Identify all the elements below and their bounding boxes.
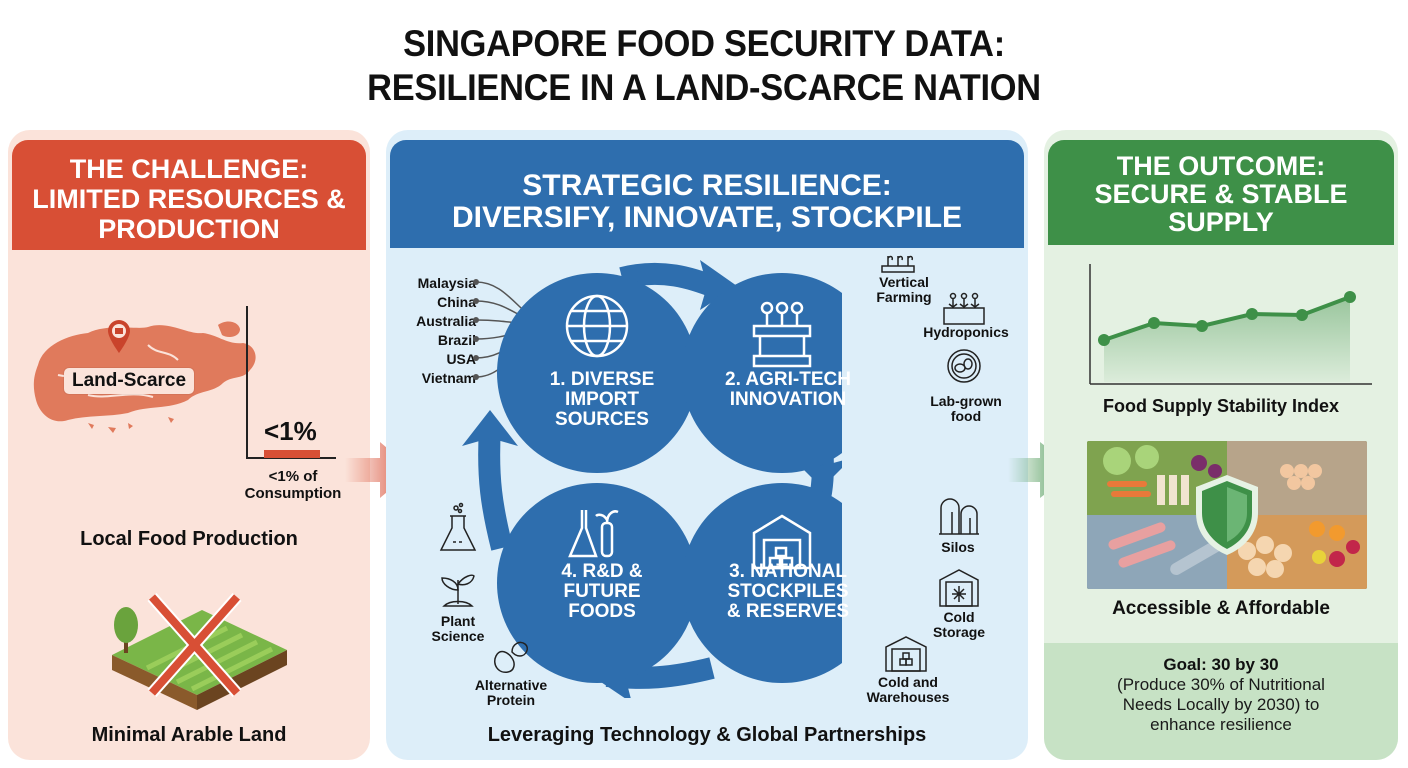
alternative-protein-label: Alternative Protein bbox=[474, 677, 548, 708]
challenge-panel: THE CHALLENGE: LIMITED RESOURCES & PRODU… bbox=[8, 130, 370, 760]
warehouse-icon bbox=[752, 514, 812, 570]
location-pin-icon bbox=[108, 320, 130, 353]
bean-icon bbox=[494, 641, 528, 673]
challenge-header: THE CHALLENGE: LIMITED RESOURCES & PRODU… bbox=[12, 140, 366, 250]
strategy-cycle-diagram bbox=[462, 260, 842, 698]
cold-storage-label: Cold Storage bbox=[932, 609, 986, 640]
strategy-footer: Leveraging Technology & Global Partnersh… bbox=[487, 724, 927, 746]
strategy-panel: STRATEGIC RESILIENCE: DIVERSIFY, INNOVAT… bbox=[386, 130, 1028, 760]
page-title: SINGAPORE FOOD SECURITY DATA: RESILIENCE… bbox=[367, 23, 1041, 108]
bar-value-label: <1% bbox=[264, 416, 317, 446]
chart-caption: Food Supply Stability Index bbox=[1102, 396, 1339, 416]
goal-box: Goal: 30 by 30 (Produce 30% of Nutrition… bbox=[1044, 643, 1398, 760]
vertical-farming-label: Vertical Farming bbox=[876, 274, 932, 305]
vertical-farm-icon bbox=[752, 301, 812, 368]
warehouse-small-icon bbox=[885, 636, 927, 672]
silos-icon bbox=[939, 498, 979, 535]
pillar-1-title: 1. DIVERSE IMPORT SOURCES bbox=[549, 369, 655, 430]
country-brazil: Brazil bbox=[437, 332, 476, 348]
plant-science-label: Plant Science bbox=[431, 613, 485, 644]
minimal-arable-land-label: Minimal Arable Land bbox=[91, 724, 287, 746]
globe-icon bbox=[565, 294, 629, 358]
arable-land-crossed-icon bbox=[92, 585, 292, 720]
country-vietnam: Vietnam bbox=[421, 370, 476, 386]
country-australia: Australia bbox=[416, 313, 476, 329]
accessible-affordable-label: Accessible & Affordable bbox=[1112, 598, 1330, 619]
goal-title: Goal: 30 by 30 bbox=[1163, 655, 1279, 674]
bar-y-axis bbox=[246, 306, 248, 458]
local-food-production-label: Local Food Production bbox=[80, 528, 298, 550]
silos-label: Silos bbox=[941, 539, 975, 555]
outcome-header: THE OUTCOME: SECURE & STABLE SUPPLY bbox=[1048, 140, 1394, 245]
pillar-2-title: 2. AGRI-TECH INNOVATION bbox=[725, 369, 851, 410]
country-malaysia: Malaysia bbox=[417, 275, 476, 291]
hydroponics-icon bbox=[943, 292, 985, 325]
lab-flask-icon bbox=[568, 510, 619, 558]
country-usa: USA bbox=[446, 351, 476, 367]
local-production-bar bbox=[264, 450, 320, 458]
pillar-3-title: 3. NATIONAL STOCKPILES & RESERVES bbox=[726, 561, 850, 622]
cold-storage-icon bbox=[939, 569, 979, 607]
market-produce-image bbox=[1087, 441, 1367, 589]
land-scarce-badge: Land-Scarce bbox=[64, 368, 195, 394]
arrow-right-icon bbox=[1008, 442, 1076, 498]
bar-caption: <1% of Consumption bbox=[244, 468, 342, 502]
cold-warehouses-label: Cold and Warehouses bbox=[866, 674, 950, 705]
stability-index-chart bbox=[1089, 264, 1372, 385]
strategy-header: STRATEGIC RESILIENCE: DIVERSIFY, INNOVAT… bbox=[390, 140, 1024, 248]
bar-x-axis bbox=[246, 457, 336, 459]
hydroponics-label: Hydroponics bbox=[923, 324, 1009, 340]
goal-description-line3: enhance resilience bbox=[1150, 715, 1292, 734]
shield-icon bbox=[1196, 475, 1258, 555]
pillar-4-title: 4. R&D & FUTURE FOODS bbox=[561, 561, 643, 622]
goal-description-line2: Needs Locally by 2030) to bbox=[1122, 695, 1320, 714]
goal-description-line1: (Produce 30% of Nutritional bbox=[1117, 675, 1325, 694]
lab-grown-food-icon bbox=[947, 349, 981, 383]
plant-sprout-icon bbox=[441, 574, 475, 607]
country-china: China bbox=[437, 294, 476, 310]
lab-grown-food-label: Lab-grown food bbox=[930, 393, 1002, 424]
vertical-farming-icon bbox=[881, 255, 915, 273]
flask-icon bbox=[439, 502, 477, 551]
outcome-panel: THE OUTCOME: SECURE & STABLE SUPPLY Food… bbox=[1044, 130, 1398, 760]
